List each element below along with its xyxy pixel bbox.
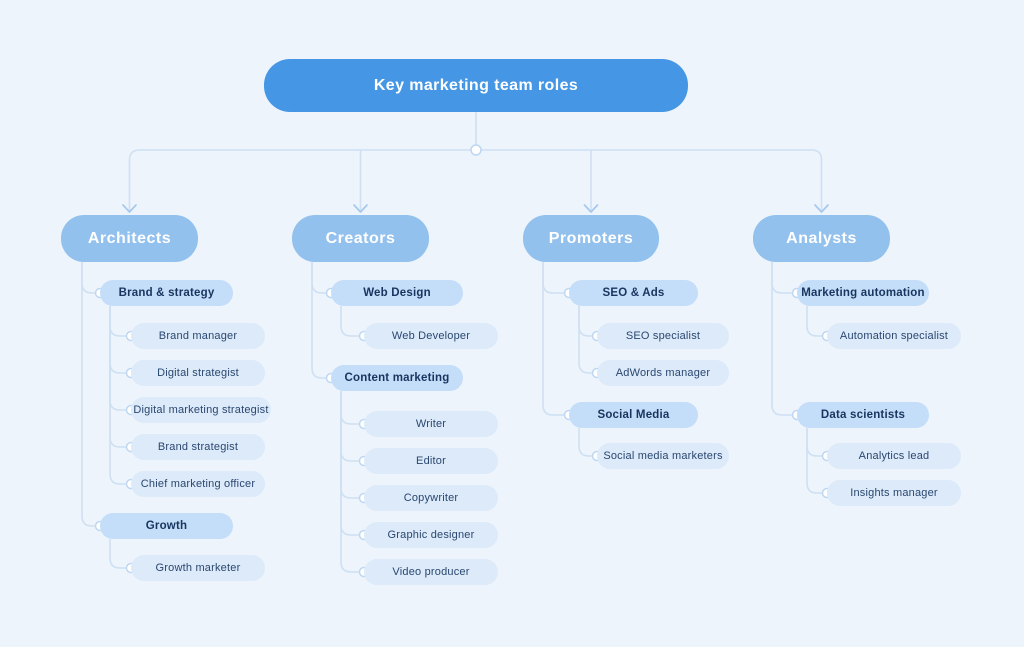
node-seo-specialist[interactable]: SEO specialist [597, 323, 729, 349]
connector-line [771, 262, 793, 294]
connector-line [578, 306, 593, 337]
node-promoters[interactable]: Promoters [523, 215, 659, 262]
connector-line [109, 539, 127, 569]
connector-line [109, 306, 127, 485]
node-architects[interactable]: Architects [61, 215, 198, 262]
node-marketing-automation[interactable]: Marketing automation [797, 280, 929, 306]
node-social-media-marketers[interactable]: Social media marketers [597, 443, 729, 469]
connector-line [806, 428, 823, 494]
node-analytics-lead[interactable]: Analytics lead [827, 443, 961, 469]
node-data-scientists[interactable]: Data scientists [797, 402, 929, 428]
node-content-marketing[interactable]: Content marketing [331, 365, 463, 391]
node-digital-marketing-strategist[interactable]: Digital marketing strategist [131, 397, 271, 423]
node-creators[interactable]: Creators [292, 215, 429, 262]
connector-line [340, 391, 360, 536]
arrowhead-icon [583, 204, 599, 213]
node-writer[interactable]: Writer [364, 411, 498, 437]
node-growth-marketer[interactable]: Growth marketer [131, 555, 265, 581]
connector-line [578, 428, 593, 457]
node-digital-strategist[interactable]: Digital strategist [131, 360, 265, 386]
node-brand-strategist[interactable]: Brand strategist [131, 434, 265, 460]
node-brand-manager[interactable]: Brand manager [131, 323, 265, 349]
connector-line [109, 306, 127, 411]
connector-line [806, 428, 823, 457]
node-web-design[interactable]: Web Design [331, 280, 463, 306]
connector-line [109, 306, 127, 448]
node-copywriter[interactable]: Copywriter [364, 485, 498, 511]
connector-line [340, 306, 360, 337]
node-growth[interactable]: Growth [100, 513, 233, 539]
node-root[interactable]: Key marketing team roles [264, 59, 688, 112]
node-social-media[interactable]: Social Media [569, 402, 698, 428]
node-brand-strategy[interactable]: Brand & strategy [100, 280, 233, 306]
connector-line [311, 262, 327, 379]
node-editor[interactable]: Editor [364, 448, 498, 474]
arrowhead-icon [353, 204, 368, 213]
connector-line [128, 149, 823, 211]
node-web-developer[interactable]: Web Developer [364, 323, 498, 349]
connector-line [340, 391, 360, 425]
node-analysts[interactable]: Analysts [753, 215, 890, 262]
node-graphic-designer[interactable]: Graphic designer [364, 522, 498, 548]
connector-dot [470, 144, 482, 156]
node-automation-specialist[interactable]: Automation specialist [827, 323, 961, 349]
connector-line [542, 262, 565, 294]
connector-line [109, 306, 127, 374]
connector-line [806, 306, 823, 337]
arrowhead-icon [122, 204, 137, 213]
node-seo-ads[interactable]: SEO & Ads [569, 280, 698, 306]
connector-line [340, 391, 360, 462]
node-video-producer[interactable]: Video producer [364, 559, 498, 585]
connector-line [771, 262, 793, 416]
node-insights-manager[interactable]: Insights manager [827, 480, 961, 506]
connector-line [340, 391, 360, 499]
connector-line [81, 262, 96, 294]
connector-line [109, 306, 127, 337]
node-chief-marketing-officer[interactable]: Chief marketing officer [131, 471, 265, 497]
connector-line [81, 262, 96, 527]
connector-line [578, 306, 593, 374]
connector-line [311, 262, 327, 294]
arrowhead-icon [814, 204, 829, 213]
connector-line [542, 262, 565, 416]
node-adwords-manager[interactable]: AdWords manager [597, 360, 729, 386]
connector-line [340, 391, 360, 573]
